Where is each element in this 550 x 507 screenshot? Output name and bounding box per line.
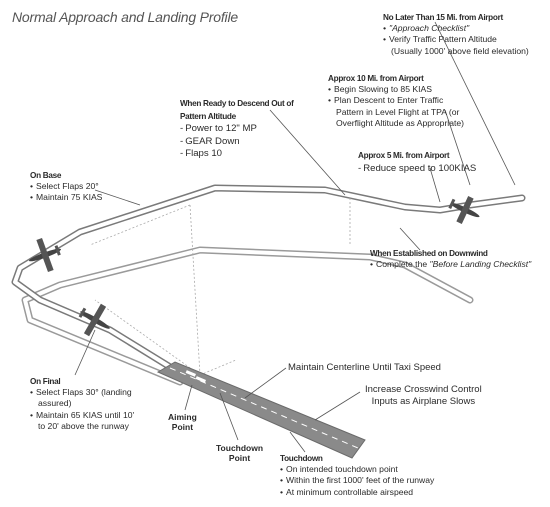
airplane-icon bbox=[29, 237, 61, 273]
note-item: At minimum controllable airspeed bbox=[280, 487, 434, 498]
note-item-continued: (Usually 1000' above field elevation) bbox=[391, 45, 529, 56]
note-item: Power to 12" MP bbox=[180, 123, 294, 136]
note-item: On intended touchdown point bbox=[280, 464, 434, 475]
label-line: Touchdown bbox=[216, 443, 264, 453]
note-item: Select Flaps 30° (landing bbox=[30, 387, 134, 398]
note-item: GEAR Down bbox=[180, 136, 294, 149]
runway-centerline bbox=[169, 367, 359, 449]
note-approx-5-mi: Approx 5 Mi. from Airport Reduce speed t… bbox=[358, 150, 476, 175]
note-item: Within the first 1000' feet of the runwa… bbox=[280, 475, 434, 486]
note-no-later-15-mi: No Later Than 15 Mi. from Airport "Appro… bbox=[383, 12, 529, 57]
note-heading: On Base bbox=[30, 171, 62, 180]
label-line: Point bbox=[171, 422, 194, 432]
label-line: Point bbox=[228, 453, 251, 463]
note-on-base: On Base Select Flaps 20° Maintain 75 KIA… bbox=[30, 170, 102, 204]
note-heading: When Established on Downwind bbox=[370, 249, 488, 258]
label-touchdown-point: Touchdown Point bbox=[216, 443, 263, 463]
note-centerline: Maintain Centerline Until Taxi Speed bbox=[288, 362, 441, 373]
note-item: "Approach Checklist" bbox=[383, 23, 529, 34]
note-item-continued: to 20' above the runway bbox=[38, 420, 129, 431]
airplane-icon bbox=[448, 196, 480, 224]
note-heading: Pattern Altitude bbox=[180, 111, 236, 121]
note-on-final: On Final Select Flaps 30° (landing assur… bbox=[30, 376, 134, 432]
note-item: Plan Descent to Enter Traffic bbox=[328, 95, 464, 106]
note-line: Increase Crosswind Control bbox=[365, 384, 482, 395]
note-touchdown: Touchdown On intended touchdown point Wi… bbox=[280, 453, 434, 498]
note-item: Reduce speed to 100KIAS bbox=[358, 163, 476, 176]
airplane-icon bbox=[78, 303, 110, 337]
note-item: Maintain 65 KIAS until 10' bbox=[30, 410, 134, 421]
note-crosswind: Increase Crosswind Control Inputs as Air… bbox=[365, 384, 482, 408]
diagram-title: Normal Approach and Landing Profile bbox=[12, 9, 238, 25]
note-item: Verify Traffic Pattern Altitude bbox=[383, 34, 529, 45]
runway bbox=[156, 361, 366, 459]
note-ready-to-descend: When Ready to Descend Out of Pattern Alt… bbox=[180, 98, 294, 161]
note-heading: Approx 5 Mi. from Airport bbox=[358, 151, 450, 160]
note-item: Maintain 75 KIAS bbox=[30, 192, 102, 203]
note-heading: When Ready to Descend Out of bbox=[180, 99, 294, 108]
note-item: Select Flaps 20° bbox=[30, 181, 102, 192]
note-approx-10-mi: Approx 10 Mi. from Airport Begin Slowing… bbox=[328, 73, 464, 129]
note-item-continued: assured) bbox=[38, 398, 72, 409]
note-item: Flaps 10 bbox=[180, 148, 294, 161]
note-item: Begin Slowing to 85 KIAS bbox=[328, 84, 464, 95]
note-heading: Approx 10 Mi. from Airport bbox=[328, 74, 424, 83]
note-item: Complete the "Before Landing Checklist" bbox=[370, 259, 531, 270]
label-aiming-point: Aiming Point bbox=[168, 412, 197, 432]
note-downwind: When Established on Downwind Complete th… bbox=[370, 248, 531, 270]
note-item-text: Complete the bbox=[376, 259, 430, 270]
label-line: Aiming bbox=[168, 412, 197, 422]
note-item-continued: Overflight Altitude as Appropriate) bbox=[336, 117, 465, 128]
note-heading: No Later Than 15 Mi. from Airport bbox=[383, 13, 503, 22]
note-heading: Touchdown bbox=[280, 454, 323, 463]
note-heading: On Final bbox=[30, 377, 61, 386]
note-line: Inputs as Airplane Slows bbox=[371, 396, 476, 407]
note-item-italic: "Before Landing Checklist" bbox=[429, 259, 532, 270]
note-item-continued: Pattern in Level Flight at TPA (or bbox=[336, 106, 460, 117]
